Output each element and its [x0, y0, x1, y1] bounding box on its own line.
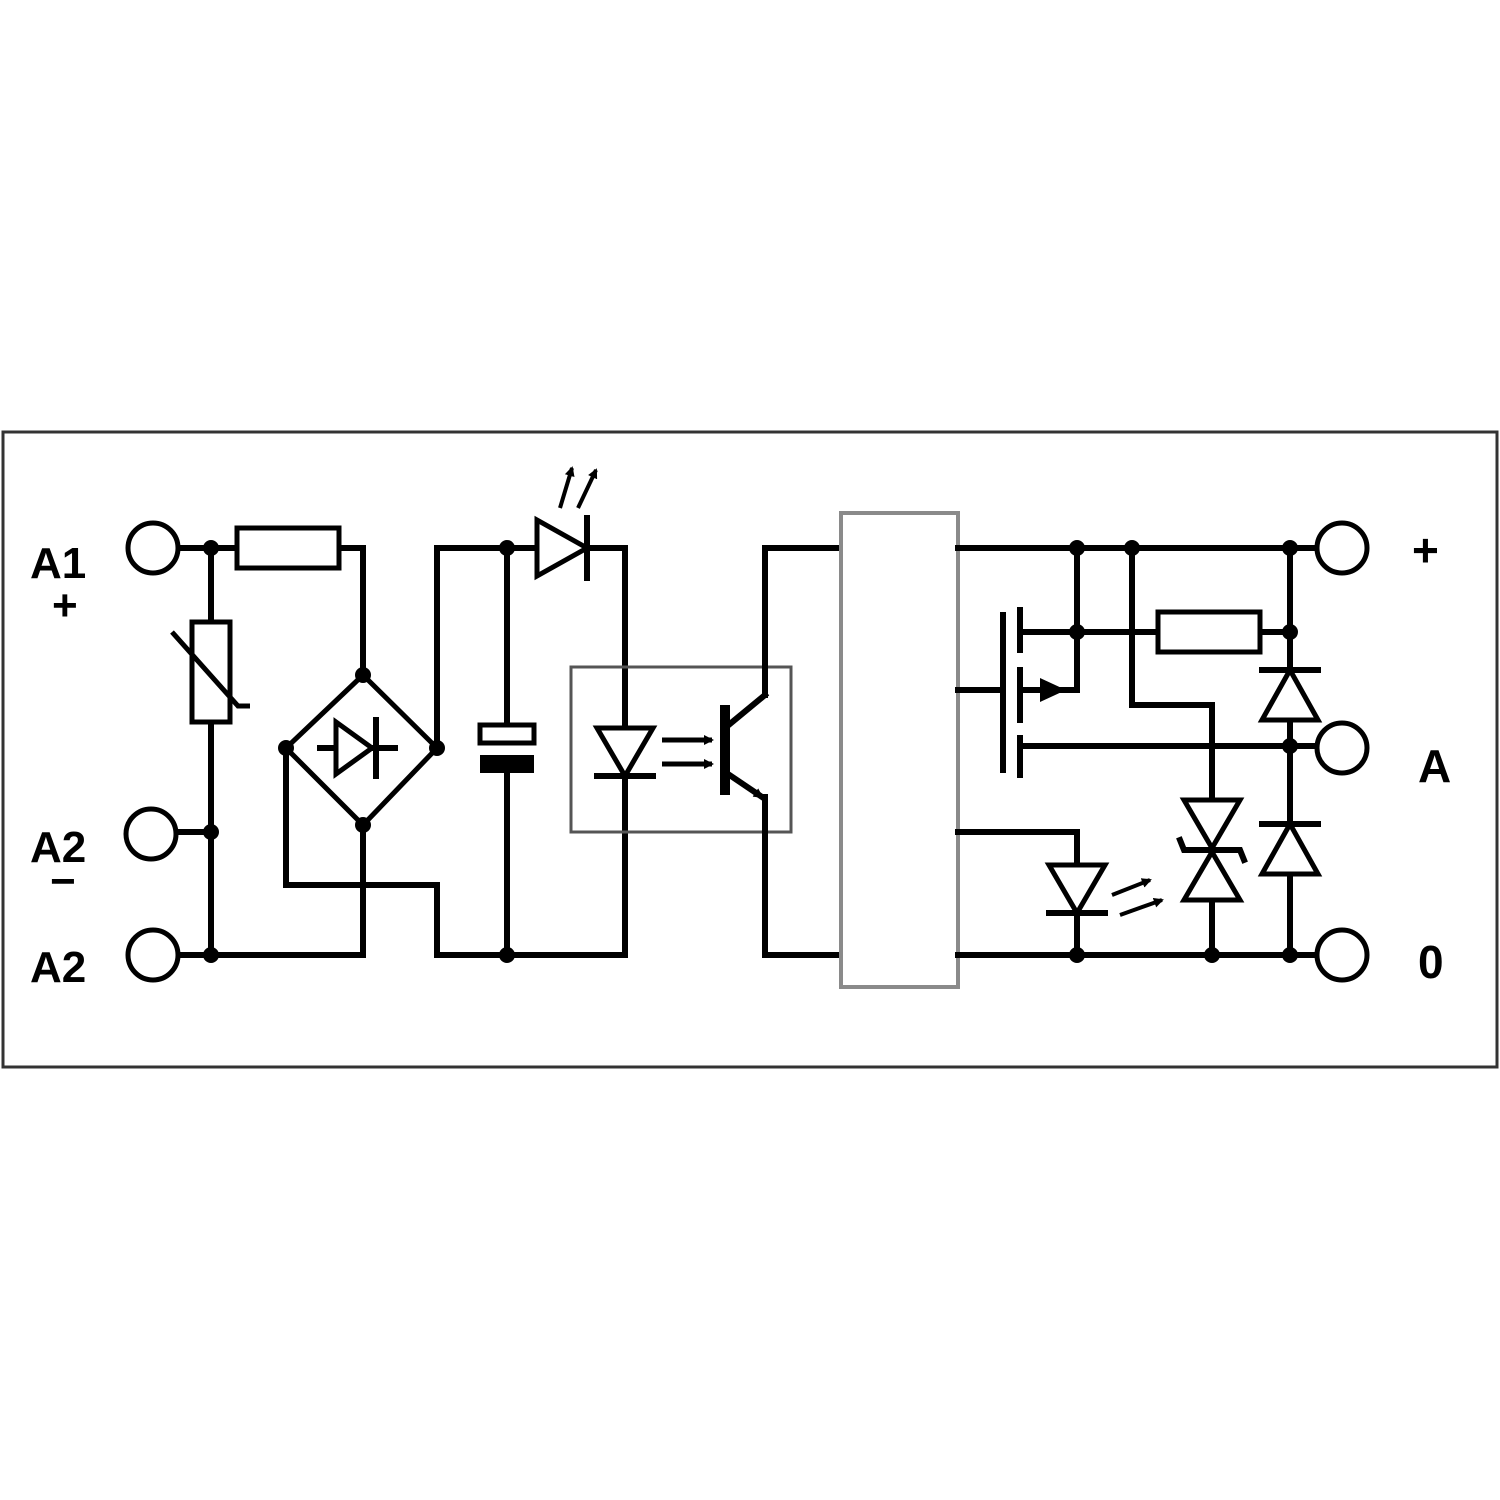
varistor-icon [170, 619, 250, 725]
terminal-a1-icon[interactable] [125, 520, 181, 576]
phototransistor-icon [720, 545, 844, 958]
junction-dot-icon [203, 540, 219, 556]
junction-dot-icon [1282, 947, 1298, 963]
label-a2-top: A2 [30, 823, 86, 872]
terminal-zero-icon[interactable] [1314, 927, 1370, 983]
status-led-icon [1044, 862, 1164, 918]
diagram-frame [1, 430, 1499, 1069]
input-resistor-icon [234, 525, 342, 571]
label-a1-polarity: + [52, 581, 78, 630]
protection-diode-lower-icon [1257, 818, 1323, 877]
junction-dot-icon [1282, 540, 1298, 556]
junction-dots [203, 540, 1298, 963]
label-out-zero: 0 [1418, 936, 1444, 988]
label-out-plus: + [1412, 524, 1439, 576]
label-out-a: A [1418, 740, 1451, 792]
indicator-led-icon [534, 466, 598, 581]
junction-dot-icon [1069, 624, 1085, 640]
junction-dot-icon [1069, 540, 1085, 556]
terminal-a-icon[interactable] [1314, 720, 1370, 776]
optocoupler-icon [569, 665, 793, 834]
junction-dot-icon [499, 947, 515, 963]
junction-dot-icon [1282, 624, 1298, 640]
junction-dot-icon [203, 824, 219, 840]
junction-dot-icon [1069, 947, 1085, 963]
tvs-diode-icon [1176, 797, 1248, 903]
junction-dot-icon [278, 740, 294, 756]
protection-diode-upper-icon [1257, 664, 1323, 723]
junction-dot-icon [499, 540, 515, 556]
label-a1: A1 [30, 539, 86, 588]
terminal-a2-bottom-icon[interactable] [125, 927, 181, 983]
label-a2-top-polarity: − [50, 857, 76, 906]
terminal-plus-icon[interactable] [1314, 520, 1370, 576]
junction-dot-icon [1282, 738, 1298, 754]
junction-dot-icon [355, 817, 371, 833]
junction-dot-icon [355, 667, 371, 683]
mosfet-icon [1000, 607, 1080, 778]
junction-dot-icon [1124, 540, 1140, 556]
junction-dot-icon [1204, 947, 1220, 963]
output-resistor-icon [1155, 609, 1263, 655]
label-a2-bottom: A2 [30, 943, 86, 992]
capacitor-icon [477, 722, 537, 773]
isolation-block [839, 511, 960, 989]
terminal-a2-top-icon[interactable] [123, 806, 179, 862]
bridge-rectifier-icon [282, 671, 441, 829]
junction-dot-icon [429, 740, 445, 756]
junction-dot-icon [203, 947, 219, 963]
